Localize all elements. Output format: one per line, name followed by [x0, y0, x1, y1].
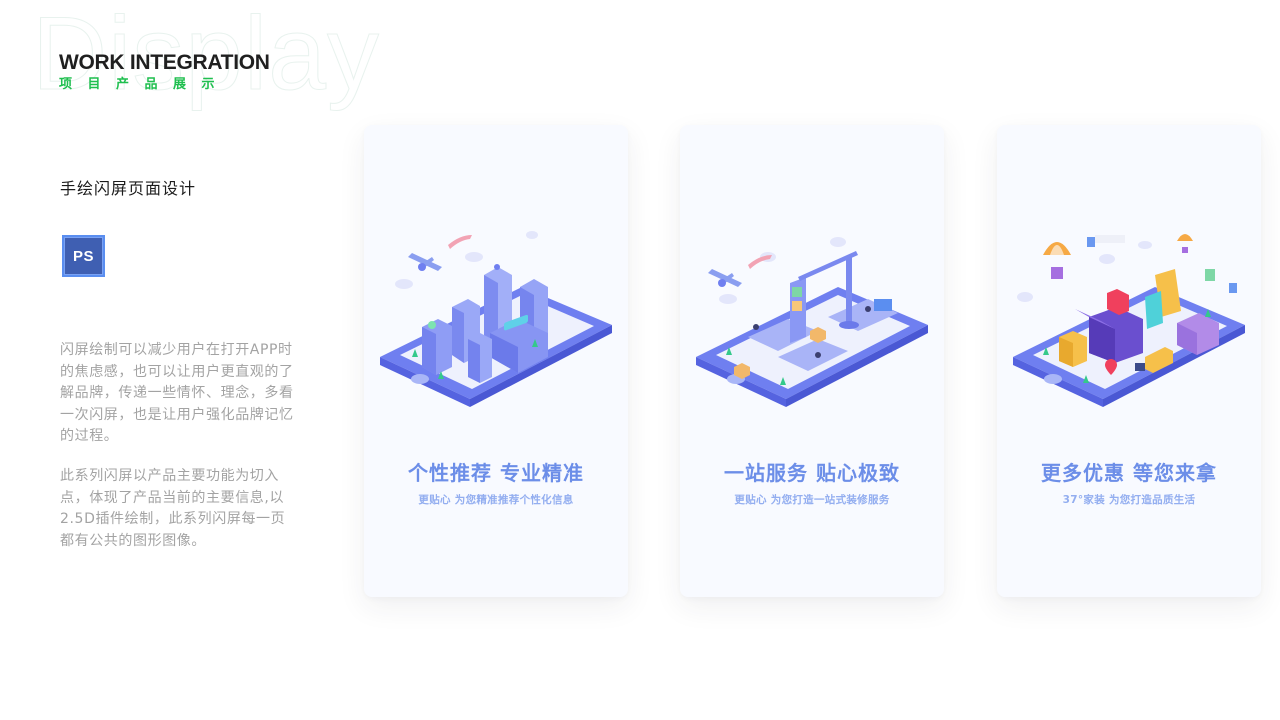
card-subtitle: 37°家装 为您打造品质生活 — [1062, 494, 1196, 506]
brand-title: WORK INTEGRATION — [59, 51, 270, 74]
card-title: 一站服务 贴心极致 — [724, 461, 900, 485]
splash-card-gifts: 更多优惠 等您来拿 37°家装 为您打造品质生活 — [997, 125, 1261, 597]
isometric-phone-construction-illustration — [696, 237, 928, 407]
card-subtitle: 更贴心 为您精准推荐个性化信息 — [418, 494, 574, 506]
section-title: 手绘闪屏页面设计 — [60, 179, 197, 198]
photoshop-icon: PS — [62, 235, 105, 277]
description-paragraph: 闪屏绘制可以减少用户在打开APP时的焦虑感，也可以让用户更直观的了解品牌，传递一… — [60, 342, 294, 444]
isometric-phone-gifts-illustration — [1013, 234, 1245, 407]
display-watermark: Display — [32, 0, 380, 112]
description-paragraph: 此系列闪屏以产品主要功能为切入点，体现了产品当前的主要信息,以2.5D插件绘制，… — [60, 468, 286, 549]
ps-badge-label: PS — [64, 237, 103, 275]
card-subtitle: 更贴心 为您打造一站式装修服务 — [734, 494, 890, 506]
card-title: 个性推荐 专业精准 — [408, 461, 584, 485]
splash-card-city: 个性推荐 专业精准 更贴心 为您精准推荐个性化信息 — [364, 125, 628, 597]
splash-card-construction: 一站服务 贴心极致 更贴心 为您打造一站式装修服务 — [680, 125, 944, 597]
isometric-phone-city-illustration — [380, 231, 612, 407]
brand-subtitle: 项目产品展示 — [59, 77, 231, 92]
card-title: 更多优惠 等您来拿 — [1041, 461, 1217, 485]
